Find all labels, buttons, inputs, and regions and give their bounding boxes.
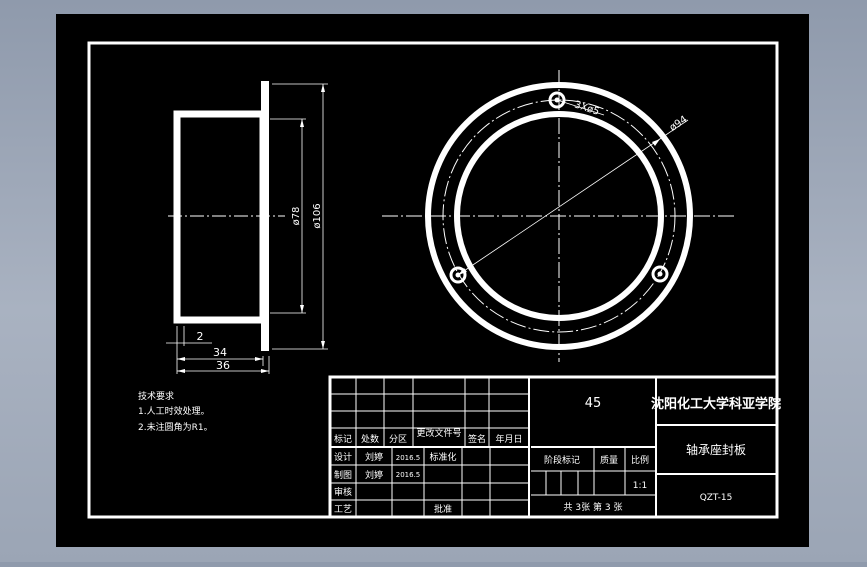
notes-line-2: 2.未注圆角为R1。 xyxy=(138,421,213,433)
pcd-arrow-right xyxy=(652,139,660,146)
dim-36-arrow-left xyxy=(177,369,185,373)
dim-106-label: ø106 xyxy=(312,203,323,228)
dim-78-arrow-bottom xyxy=(300,305,304,313)
draw-date: 2016.5 xyxy=(396,471,421,479)
notes-line-1: 1.人工时效处理。 xyxy=(138,405,210,417)
row-check-label: 审核 xyxy=(334,486,352,498)
hole-leader-line xyxy=(556,99,605,116)
revision-grid xyxy=(330,377,656,517)
rev-header-doc: 更改文件号 xyxy=(416,427,461,439)
notes-title: 技术要求 xyxy=(138,390,174,402)
bolt-hole-right xyxy=(651,265,669,283)
dim-36-arrow-right xyxy=(261,369,269,373)
dim-34-label: 34 xyxy=(213,346,227,359)
dim-78-label: ø78 xyxy=(291,207,302,226)
pcd-dim-line xyxy=(457,119,689,276)
dim-106-arrow-top xyxy=(321,84,325,92)
dim-36-label: 36 xyxy=(216,359,230,372)
row-process-label: 工艺 xyxy=(334,504,352,515)
title-block: 标记 处数 分区 更改文件号 签名 年月日 设计 刘婷 2016.5 标准化 制… xyxy=(328,375,781,519)
pcd-arrow-left xyxy=(458,268,467,275)
standardize-label: 标准化 xyxy=(429,451,456,463)
rev-header-sign: 签名 xyxy=(468,433,486,445)
dim-2-label: 2 xyxy=(197,330,204,343)
designer-name-1: 刘婷 xyxy=(365,451,383,463)
weight-label: 质量 xyxy=(600,454,618,466)
design-date-1: 2016.5 xyxy=(396,454,421,462)
rev-header-mark: 标记 xyxy=(334,433,352,445)
rev-header-date: 年月日 xyxy=(495,433,522,445)
dim-34-arrow-right xyxy=(255,357,263,361)
technical-notes: 技术要求 1.人工时效处理。 2.未注圆角为R1。 xyxy=(138,390,213,433)
rev-header-count: 处数 xyxy=(361,433,379,445)
designer-name-2: 刘婷 xyxy=(365,469,383,481)
drawing-number: QZT-15 xyxy=(700,493,733,503)
dim-34-arrow-left xyxy=(177,357,185,361)
sheet-count: 共 3张 第 3 张 xyxy=(564,501,623,513)
material-label: 45 xyxy=(585,396,602,411)
row-design-label: 设计 xyxy=(334,451,352,463)
scale-value: 1:1 xyxy=(633,481,647,491)
dim-78-arrow-top xyxy=(300,119,304,127)
row-draw-label: 制图 xyxy=(334,469,352,481)
part-name: 轴承座封板 xyxy=(686,442,746,457)
model-space-background xyxy=(56,14,809,547)
rev-header-zone: 分区 xyxy=(389,434,407,445)
stage-mark-label: 阶段标记 xyxy=(544,454,580,466)
side-view: ø106 ø78 2 34 36 xyxy=(166,81,328,374)
approve-label: 批准 xyxy=(434,503,452,515)
dim-106-arrow-bottom xyxy=(321,341,325,349)
scale-label: 比例 xyxy=(631,454,649,466)
school-name: 沈阳化工大学科亚学院 xyxy=(651,396,781,412)
